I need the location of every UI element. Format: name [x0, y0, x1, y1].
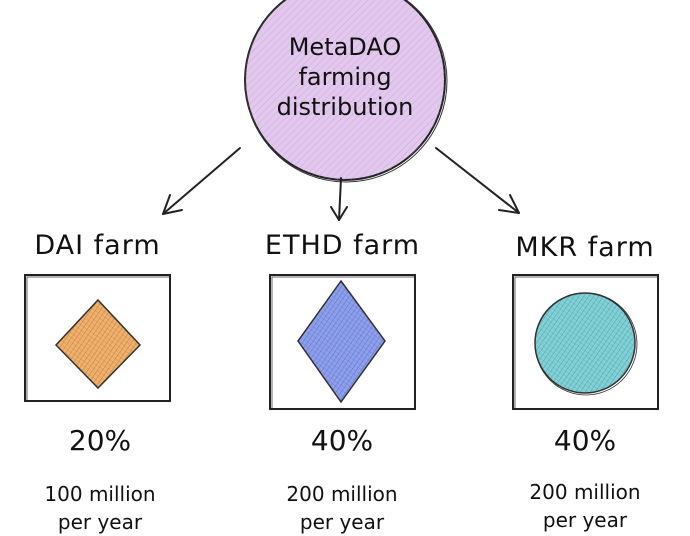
mkr-farm-amount-line-2: per year	[542, 508, 628, 532]
dai-farm-amount-line-1: 100 million	[44, 482, 156, 506]
mkr-farm-percent: 40%	[553, 424, 617, 457]
root-label: MetaDAO farming distribution	[245, 32, 445, 122]
dai-diamond-shape	[54, 298, 142, 390]
dai-farm-amount-line-2: per year	[57, 510, 143, 534]
root-label-line-3: distribution	[276, 93, 414, 121]
mkr-farm-box	[512, 274, 659, 410]
ethd-diamond-shape	[297, 279, 386, 404]
dai-farm-amount: 100 million per year	[20, 480, 180, 536]
ethd-farm-box	[269, 274, 416, 410]
arrow-to-mkr	[435, 147, 520, 214]
arrow-to-ethd	[330, 177, 348, 221]
dai-farm-title: DAI farm	[34, 230, 161, 261]
ethd-farm-amount-line-2: per year	[299, 510, 385, 534]
ethd-farm-percent: 40%	[310, 424, 374, 457]
root-label-line-1: MetaDAO	[288, 33, 402, 61]
dai-farm-percent: 20%	[68, 424, 132, 457]
root-label-line-2: farming	[298, 63, 392, 91]
root-node	[244, 0, 448, 183]
dai-farm-box	[24, 274, 171, 402]
mkr-circle-shape	[534, 292, 638, 396]
arrow-to-dai	[162, 147, 241, 215]
mkr-farm-title: MKR farm	[515, 232, 655, 263]
ethd-farm-title: ETHD farm	[264, 230, 421, 261]
mkr-farm-amount: 200 million per year	[505, 478, 665, 534]
mkr-farm-amount-line-1: 200 million	[529, 480, 641, 504]
ethd-farm-amount: 200 million per year	[262, 480, 422, 536]
root-circle-hatch	[245, 0, 445, 180]
ethd-farm-amount-line-1: 200 million	[286, 482, 398, 506]
root-circle-outline	[244, 0, 448, 183]
